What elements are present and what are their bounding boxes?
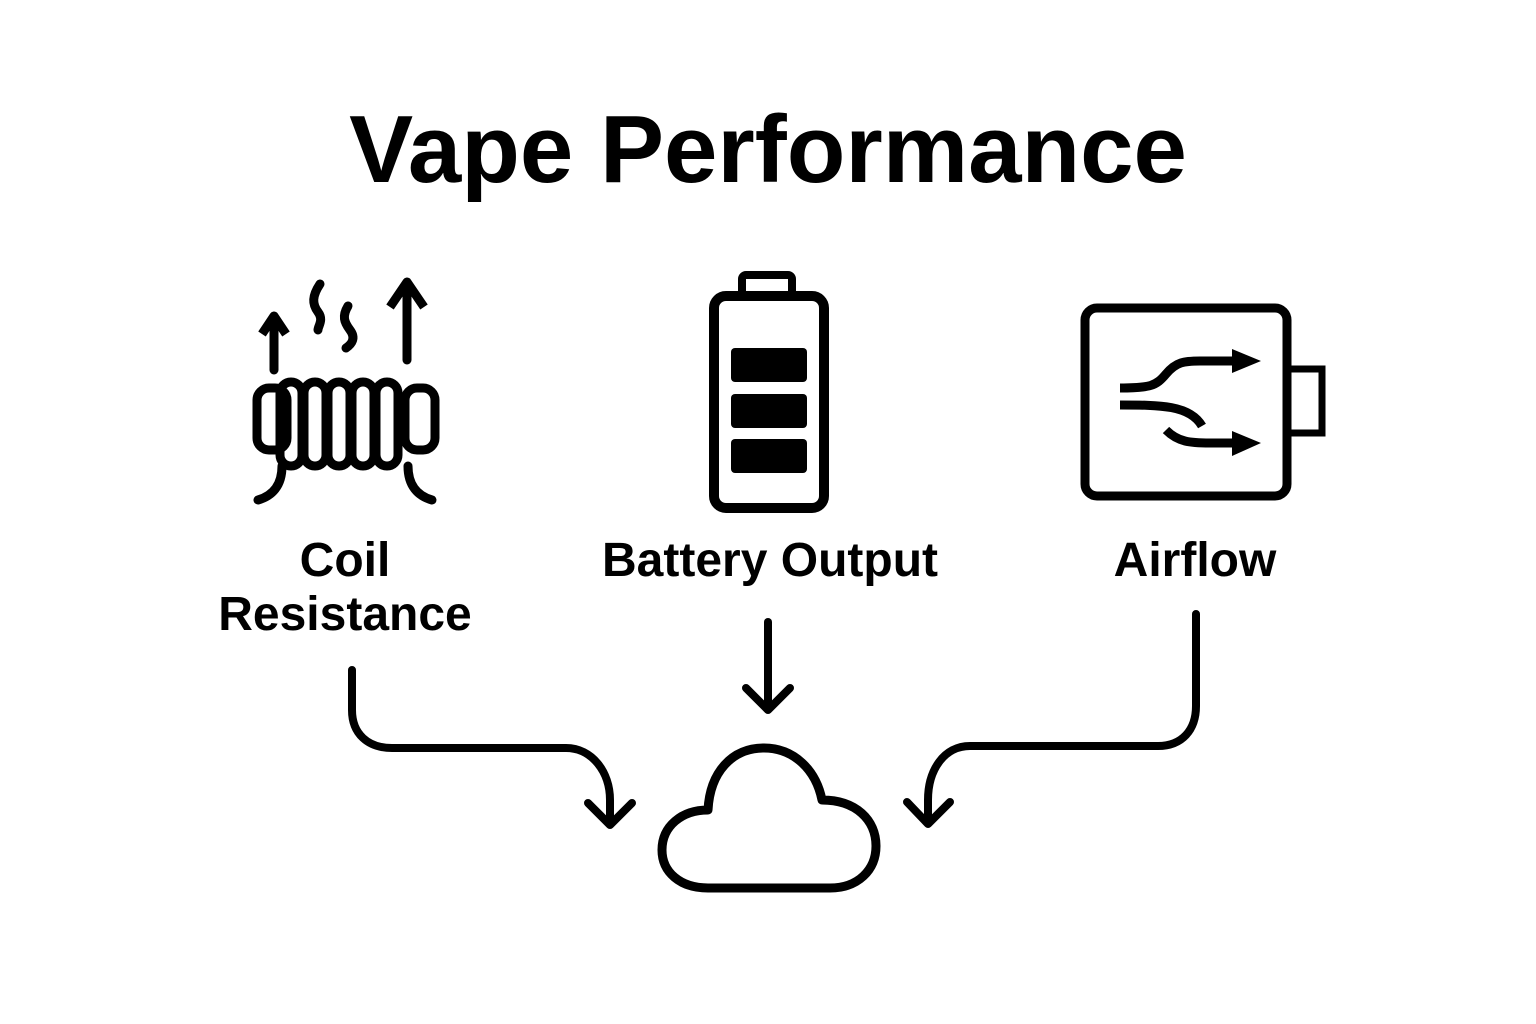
diagram-title: Vape Performance xyxy=(349,96,1187,203)
coil-label-line2: Resistance xyxy=(218,588,472,641)
battery-level-bar xyxy=(731,439,807,473)
airflow-icon xyxy=(1080,303,1326,501)
edge-coil-to-vapor xyxy=(348,666,636,829)
heat-arrow-right-icon xyxy=(386,277,428,365)
battery-level-bar xyxy=(731,394,807,428)
airflow-label: Airflow xyxy=(1113,534,1277,587)
steam-wave-icon xyxy=(339,301,358,353)
cloud-icon xyxy=(657,743,881,893)
heating-coil-icon xyxy=(252,277,440,505)
coil-body xyxy=(252,377,440,505)
battery-level-bar xyxy=(731,348,807,382)
edge-battery-to-vapor xyxy=(742,618,794,714)
heat-arrow-left-icon xyxy=(258,311,290,375)
coil-label-line1: Coil xyxy=(299,534,391,587)
edge-airflow-to-vapor xyxy=(903,610,1200,828)
battery-icon xyxy=(709,271,829,513)
coil-resistance-label: Coil Resistance xyxy=(190,534,500,642)
steam-wave-icon xyxy=(309,279,326,335)
battery-output-label: Battery Output xyxy=(602,534,938,587)
